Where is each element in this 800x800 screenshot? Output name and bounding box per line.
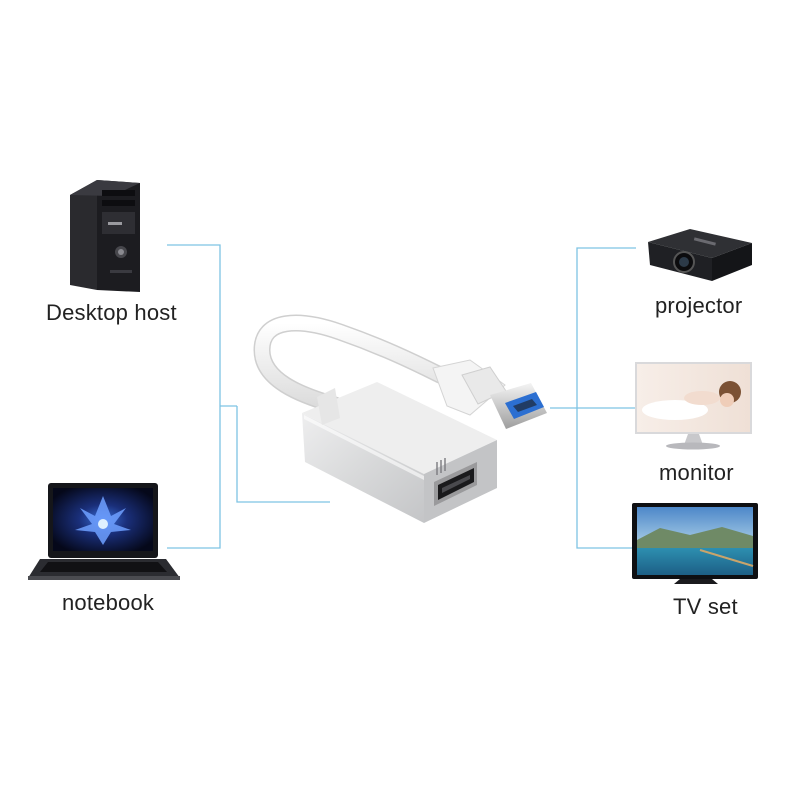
notebook-label: notebook <box>62 590 155 615</box>
usb-plug-icon <box>432 359 547 429</box>
projector-icon <box>648 229 752 281</box>
connector-lines <box>167 244 636 549</box>
hdmi-port-icon <box>434 462 477 506</box>
tv-icon <box>632 503 758 584</box>
desktop-tower-icon <box>70 180 140 292</box>
left-bracket-line <box>167 244 221 549</box>
desktop-host-label: Desktop host <box>46 300 177 325</box>
adapter-cable <box>253 314 449 414</box>
laptop-icon <box>28 483 180 580</box>
adapter-left-line <box>236 406 330 503</box>
tv-set-label: TV set <box>673 594 738 619</box>
projector-label: projector <box>655 293 743 318</box>
monitor-icon <box>635 362 752 450</box>
usb-to-hdmi-adapter-icon <box>302 382 497 523</box>
monitor-label: monitor <box>659 460 734 485</box>
hdmi-logo-mark <box>436 458 446 475</box>
right-bracket-line <box>576 247 636 549</box>
